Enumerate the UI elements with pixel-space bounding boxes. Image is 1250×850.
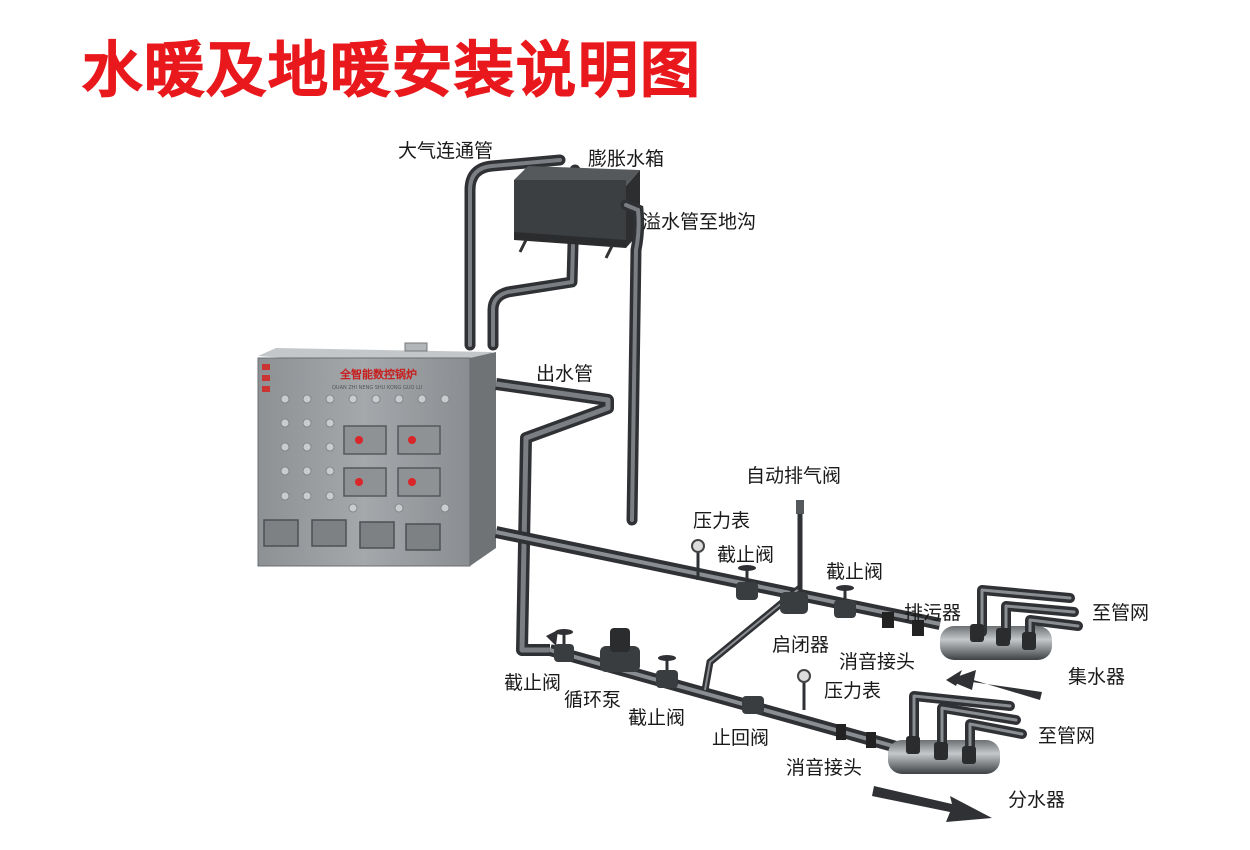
silencer-joint-bottom bbox=[836, 724, 876, 748]
label-silencer-top: 消音接头 bbox=[839, 651, 916, 673]
atmosphere-pipe bbox=[464, 154, 581, 351]
label-circulation-pump: 循环泵 bbox=[564, 689, 622, 711]
auto-vent-valve bbox=[796, 500, 804, 590]
silencer-joint-top bbox=[882, 612, 924, 636]
boiler-doors bbox=[263, 425, 441, 551]
boiler-pinyin: QUAN ZHI NENG SHU KONG GUO LU bbox=[332, 385, 423, 391]
expansion-tank bbox=[514, 166, 640, 259]
label-drain: 排污器 bbox=[904, 602, 962, 624]
switch-valve bbox=[780, 592, 808, 614]
outlet-pipe bbox=[495, 378, 614, 656]
label-stop-valve-pump-left: 截止阀 bbox=[504, 672, 562, 694]
label-collector: 集水器 bbox=[1068, 666, 1126, 688]
stop-valve-pump-right bbox=[656, 655, 678, 688]
pressure-gauge-top bbox=[691, 539, 705, 580]
label-to-pipe-network-bottom: 至管网 bbox=[1038, 725, 1096, 747]
boiler-name: 全智能数控锅炉 bbox=[339, 367, 417, 381]
label-pressure-gauge-bottom: 压力表 bbox=[824, 680, 882, 702]
label-outlet-pipe: 出水管 bbox=[536, 363, 594, 385]
overflow-pipe bbox=[620, 199, 645, 526]
check-valve bbox=[742, 696, 764, 714]
distributor-arrow bbox=[872, 786, 992, 822]
return-main-pipe bbox=[494, 526, 942, 630]
collector-arrow bbox=[946, 670, 1042, 700]
label-expansion-tank: 膨胀水箱 bbox=[588, 148, 665, 170]
label-to-pipe-network-top: 至管网 bbox=[1092, 602, 1150, 624]
label-stop-valve-top-right: 截止阀 bbox=[826, 561, 884, 583]
label-auto-vent-valve: 自动排气阀 bbox=[746, 465, 842, 487]
diagram-title: 水暖及地暖安装说明图 bbox=[82, 36, 702, 107]
label-overflow-pipe: 溢水管至地沟 bbox=[642, 211, 757, 233]
label-switch: 启闭器 bbox=[772, 634, 830, 656]
stop-valve-top-right bbox=[834, 585, 856, 618]
circulation-pump bbox=[600, 628, 640, 672]
stop-valve-pump-left bbox=[554, 629, 574, 662]
label-distributor: 分水器 bbox=[1008, 789, 1066, 811]
stop-valve-top-left bbox=[736, 565, 758, 600]
label-silencer-bottom: 消音接头 bbox=[786, 757, 863, 779]
bypass-pipe bbox=[701, 585, 803, 691]
boiler: 全智能数控锅炉 QUAN ZHI NENG SHU KONG GUO LU bbox=[257, 342, 496, 567]
label-stop-valve-top-left: 截止阀 bbox=[717, 544, 775, 566]
pressure-gauge-bottom bbox=[797, 669, 811, 710]
label-atmosphere-pipe: 大气连通管 bbox=[398, 140, 494, 162]
distributor-manifold bbox=[888, 691, 1027, 774]
label-check-valve: 止回阀 bbox=[712, 727, 770, 749]
label-pressure-gauge-top: 压力表 bbox=[693, 510, 751, 532]
label-stop-valve-pump-right: 截止阀 bbox=[628, 707, 686, 729]
collector-manifold bbox=[940, 585, 1083, 660]
